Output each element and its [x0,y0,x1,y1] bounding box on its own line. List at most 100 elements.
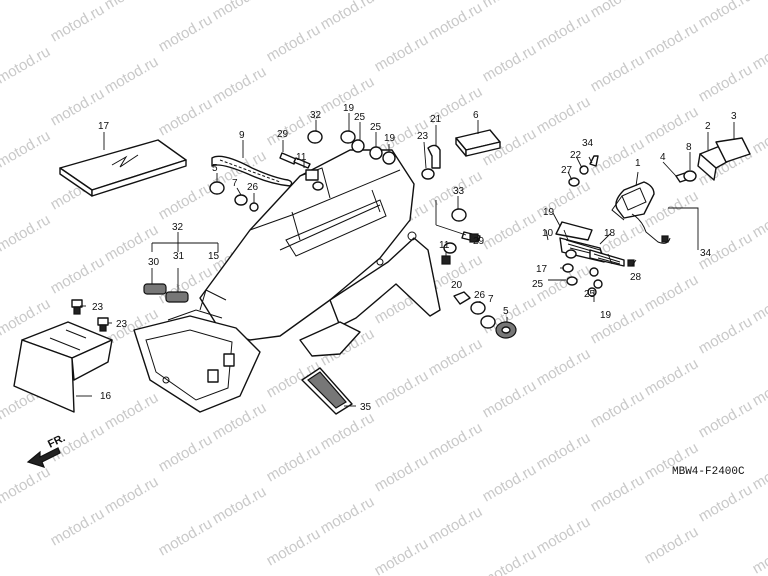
watermark-text: motod.ru [642,271,702,315]
watermark-text: motod.ru [696,397,756,441]
callout-25b: 25 [370,122,382,133]
callout-25: 25 [354,112,366,123]
watermark-text: motod.ru [534,429,594,473]
watermark-text: motod.ru [480,41,540,85]
watermark-text: motod.ru [480,545,540,576]
part-12-seat-tray [59,139,187,197]
watermark-text: motod.ru [0,211,53,255]
callout-34b: 33 [453,186,465,197]
watermark-text: motod.ru [102,473,162,517]
callout-22: 22 [570,150,582,161]
callout-34: 32 [310,110,322,121]
callout-5: 5 [212,163,218,174]
watermark-text: motod.ru [480,461,540,505]
callout-28: 28 [630,272,642,283]
callout-11: 11 [296,152,307,163]
watermark-text: motod.ru [750,113,768,157]
watermark-text: motod.ru [0,0,53,3]
watermark-text: motod.ru [426,419,486,463]
callout-labels: 17 9 5 7 26 29 32 19 25 25 19 11 21 23 6… [92,103,737,413]
watermark-text: motod.ru [696,481,756,525]
callout-30: 34 [582,138,594,149]
callout-21: 21 [430,114,442,125]
watermark-text: motod.ru [210,63,270,107]
callout-1: 1 [635,158,641,169]
watermark-text: motod.ru [372,31,432,75]
watermark-text: motod.ru [750,365,768,409]
parts-20-26-7-5 [453,291,517,339]
watermark-text: motod.ru [102,0,162,13]
callout-2: 2 [705,121,711,132]
watermark-text: motod.ru [0,463,53,507]
callout-17: 19 [543,207,555,218]
watermark-text: motod.ru [534,93,594,137]
watermark-text: motod.ru [642,355,702,399]
callout-26: 26 [247,182,259,193]
watermark-text: motod.ru [372,367,432,411]
front-direction-arrow: FR. [26,432,67,468]
callout-20: 20 [451,280,463,291]
watermark-text: motod.ru [210,0,270,23]
watermark-text: motod.ru [426,335,486,379]
watermark-text: motod.ru [0,43,53,87]
callout-25c: 25 [532,279,544,290]
watermark-text: motod.ru [48,253,108,297]
watermark-text: motod.ru [480,0,540,11]
callout-13: 15 [208,251,220,262]
watermark-text: motod.ru [102,53,162,97]
callout-31: 34 [700,248,712,259]
watermark-text: motod.ru [156,179,216,223]
callout-14: 16 [100,391,112,402]
watermark-text: motod.ru [318,0,378,33]
parts-34-29-right [441,208,481,265]
callout-32b: 31 [173,251,185,262]
callout-25d: 25 [584,289,596,300]
watermark-text: motod.ru [426,503,486,547]
watermark-text: motod.ru [696,61,756,105]
watermark-text: motod.ru [318,409,378,453]
watermark-text: motod.ru [696,313,756,357]
watermark-text: motod.ru [534,345,594,389]
watermark-text: motod.ru [642,103,702,147]
watermark-text: motod.ru [696,0,756,31]
watermark-text: motod.ru [534,513,594,557]
part-35-reflector [301,367,353,415]
callout-12: 17 [98,121,110,132]
watermark-text: motod.ru [426,0,486,43]
callout-29b: 29 [473,236,485,247]
callout-32: 30 [148,257,160,268]
callout-26b: 26 [474,290,486,301]
callout-11b: 11 [439,240,450,251]
watermark-text: motod.ru [588,0,648,21]
watermark-text: motod.ru [264,441,324,485]
watermark-text: motod.ru [750,281,768,325]
diagram-code: MBW4-F2400C [672,466,745,478]
watermark-text: motod.ru [318,493,378,537]
watermark-text: motod.ru [750,29,768,73]
callout-7b: 7 [488,294,494,305]
part-32-pads [143,283,189,303]
parts-21-24-6 [421,129,501,180]
callout-10: 10 [542,228,554,239]
callout-19b: 19 [384,133,396,144]
watermark-text: motod.ru [156,431,216,475]
watermark-text: motod.ru [264,21,324,65]
watermark-text: motod.ru [48,1,108,45]
callout-3: 3 [731,111,737,122]
parts-fasteners-center [209,130,396,212]
callout-24: 23 [417,131,429,142]
callout-29: 29 [277,129,289,140]
part-23-bolts [71,299,109,332]
watermark-text: motod.ru [48,505,108,549]
watermark-text: motod.ru [588,471,648,515]
watermark-text: motod.ru [480,209,540,253]
watermark-text: motod.ru [0,127,53,171]
watermark-text: motod.ru [588,387,648,431]
part-14-license-bracket [13,321,113,413]
callout-5b: 5 [503,306,509,317]
watermark-text: motod.ru [534,9,594,53]
watermark-text: motod.ru [372,535,432,576]
callout-7: 7 [232,178,238,189]
watermark-text: motod.ru [750,533,768,576]
